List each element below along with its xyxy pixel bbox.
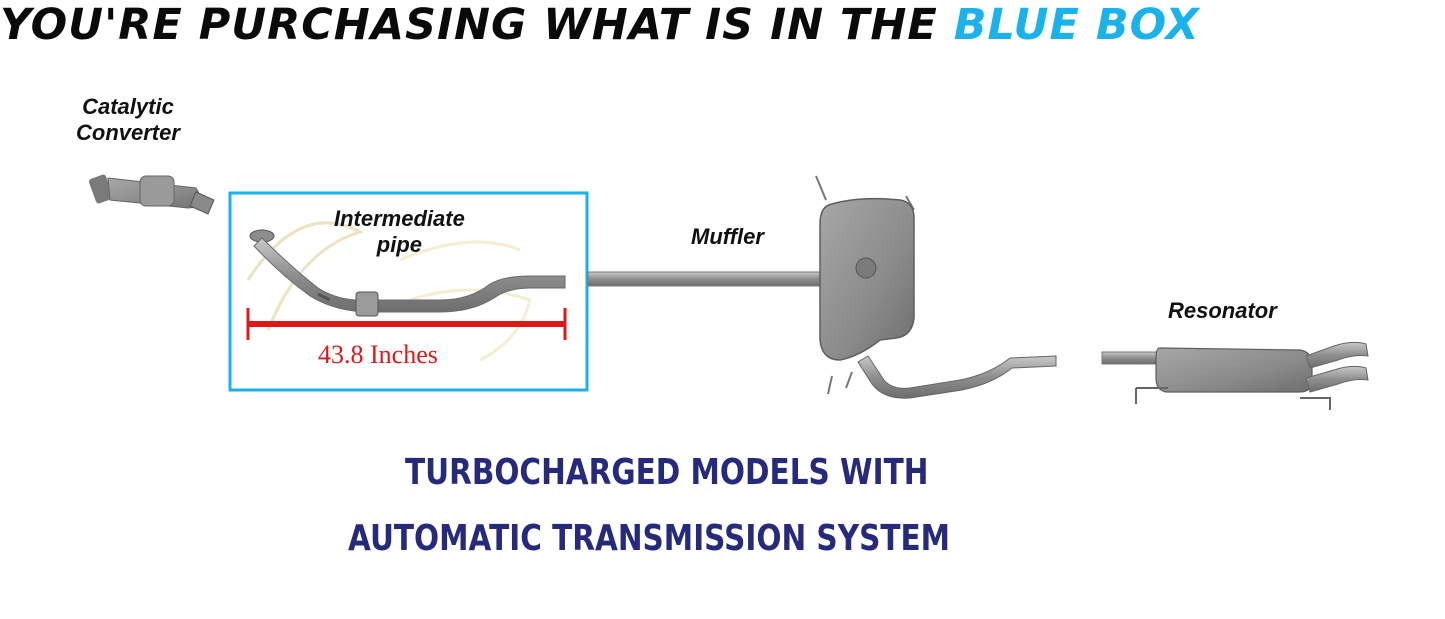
measurement-line (246, 308, 567, 340)
catalytic-label-line2: Converter (76, 120, 180, 146)
connecting-pipe (587, 271, 829, 287)
intermediate-pipe-part (249, 229, 566, 317)
intermediate-pipe-label: Intermediate pipe (334, 206, 465, 259)
muffler-label: Muffler (691, 224, 764, 249)
selection-box (228, 191, 589, 392)
caption-line2: AUTOMATIC TRANSMISSION SYSTEM (348, 518, 951, 559)
headline-highlight: BLUE BOX (953, 0, 1200, 50)
intermediate-label-line2: pipe (376, 232, 423, 258)
measurement-label: 43.8 Inches (318, 340, 438, 369)
catalytic-label-line1: Catalytic (82, 94, 174, 119)
intermediate-label-line1: Intermediate (334, 206, 465, 231)
caption-line1: TURBOCHARGED MODELS WITH (405, 452, 929, 493)
resonator-label: Resonator (1168, 298, 1277, 323)
catalytic-converter-label: Catalytic Converter (76, 94, 180, 147)
resonator-part (1101, 341, 1369, 410)
headline-prefix: YOU'RE PURCHASING WHAT IS IN THE (0, 0, 954, 50)
watermark-logo (246, 221, 532, 362)
catalytic-converter-part (88, 174, 215, 215)
headline: YOU'RE PURCHASING WHAT IS IN THE BLUE BO… (0, 0, 1445, 50)
muffler-part (815, 175, 1057, 399)
